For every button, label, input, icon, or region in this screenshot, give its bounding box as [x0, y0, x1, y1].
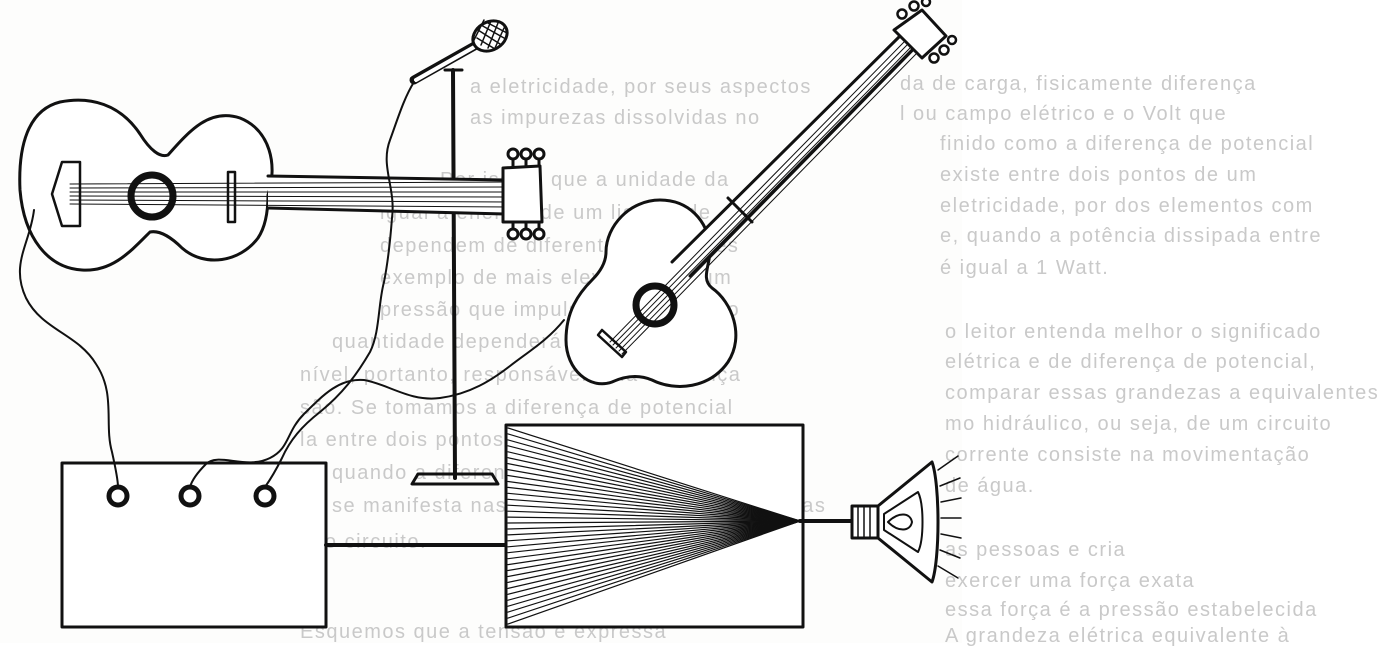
- fan-line: [508, 493, 800, 521]
- left-text-line: a eletricidade, por seus aspectos: [470, 76, 812, 98]
- mic-stand-base: [412, 474, 498, 484]
- fan-line: [508, 521, 800, 547]
- speaker-horn-outline: [878, 462, 938, 582]
- fan-line: [508, 499, 800, 521]
- acoustic-guitar-bridge: [52, 162, 80, 226]
- right-text-line: elétrica e de diferença de potencial,: [945, 351, 1317, 373]
- fan-line: [508, 440, 800, 521]
- fan-line: [508, 521, 800, 535]
- right-text-line: existe entre dois pontos de um: [940, 164, 1258, 186]
- acoustic-guitar-headstock: [503, 166, 542, 222]
- fan-line: [508, 446, 800, 521]
- right-text-line: é igual a 1 Watt.: [940, 257, 1110, 279]
- right-text-line: comparar essas grandezas a equivalentes: [945, 382, 1379, 404]
- fan-line: [508, 521, 800, 553]
- right-text-line: exercer uma força exata: [945, 570, 1196, 592]
- fan-line: [508, 521, 800, 582]
- cable-electric-guitar: [190, 320, 564, 487]
- amplifier-fan-lines: [508, 428, 800, 624]
- right-guitar-strings: [610, 42, 916, 354]
- right-text-line: as pessoas e cria: [945, 539, 1127, 561]
- mixer-box: [62, 463, 326, 627]
- fan-line: [508, 521, 800, 624]
- fan-line: [508, 521, 800, 577]
- speaker-horn-inner: [884, 492, 923, 552]
- cables: [20, 82, 564, 545]
- acoustic-guitar-body: [20, 100, 272, 270]
- fan-line: [508, 458, 800, 521]
- right-text-line: da de carga, fisicamente diferença: [900, 73, 1257, 95]
- sound-wave-rays: [938, 456, 961, 578]
- left-text-line: são. Se tomamos a diferença de potencial: [300, 397, 734, 419]
- right-text-line: corrente consiste na movimentação: [945, 444, 1311, 466]
- fan-line: [508, 521, 800, 523]
- microphone-on-stand: [412, 15, 513, 484]
- fan-line: [508, 521, 800, 600]
- acoustic-guitar-tuning-pegs: [508, 149, 544, 239]
- right-guitar-soundhole: [636, 286, 674, 324]
- fan-line: [508, 452, 800, 521]
- fan-line: [508, 511, 800, 521]
- cable-microphone: [265, 82, 414, 487]
- right-text-line: l ou campo elétrico e o Volt que: [900, 103, 1228, 125]
- acoustic-guitar: [20, 100, 544, 270]
- acoustic-guitar-strings: [70, 182, 512, 207]
- fan-line: [508, 521, 800, 618]
- right-text-line: A grandeza elétrica equivalente à: [945, 625, 1291, 647]
- fan-line: [508, 505, 800, 521]
- fan-line: [508, 521, 800, 559]
- right-text-line: de água.: [945, 475, 1035, 497]
- setup-illustration: [0, 0, 962, 643]
- speaker-driver: [852, 506, 878, 538]
- fan-line: [508, 521, 800, 606]
- right-text-line: o leitor entenda melhor o significado: [945, 321, 1322, 343]
- right-guitar-bridge: [598, 330, 626, 357]
- fan-line: [508, 428, 800, 521]
- fan-line: [508, 521, 800, 594]
- fan-line: [508, 487, 800, 521]
- cable-acoustic-guitar: [20, 210, 118, 487]
- electric-guitar: [566, 0, 956, 386]
- right-guitar-tuning-pegs: [898, 0, 957, 63]
- right-guitar-headstock: [894, 10, 946, 58]
- right-text-line: essa força é a pressão estabelecida: [945, 599, 1318, 621]
- left-text-line: as impurezas dissolvidas no: [470, 107, 761, 129]
- fan-line: [508, 482, 800, 522]
- fan-line: [508, 521, 800, 541]
- fan-line: [508, 521, 800, 565]
- microphone-head: [467, 15, 512, 57]
- right-guitar-neck: [672, 36, 914, 276]
- right-text-line: e, quando a potência dissipada entre: [940, 225, 1323, 247]
- fan-line: [508, 517, 800, 521]
- right-text-line: finido como a diferença de potencial: [940, 133, 1315, 155]
- mic-stand-pole: [453, 70, 455, 478]
- fan-line: [508, 464, 800, 521]
- fan-line: [508, 521, 800, 612]
- amplifier-box: [506, 425, 852, 627]
- loudspeaker-horn: [852, 456, 961, 582]
- right-text-line: mo hidráulico, ou seja, de um circuito: [945, 413, 1333, 435]
- right-text-line: eletricidade, por dos elementos com: [940, 195, 1314, 217]
- fan-line: [508, 521, 800, 571]
- amplifier-box-outline: [506, 425, 803, 627]
- acoustic-guitar-pickguard-bar: [228, 172, 235, 222]
- fan-line: [508, 434, 800, 521]
- fan-line: [508, 521, 800, 529]
- fan-line: [508, 476, 800, 522]
- fan-line: [508, 470, 800, 521]
- fan-line: [508, 521, 800, 588]
